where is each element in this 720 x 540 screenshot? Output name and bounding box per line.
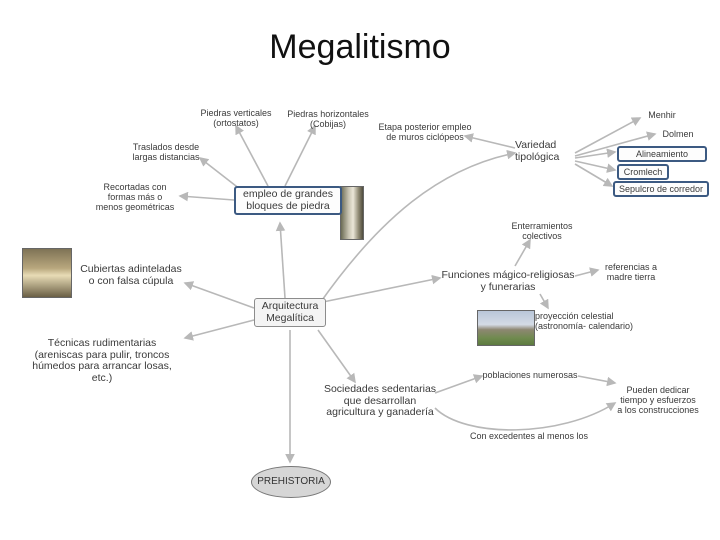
- node-enterramientos: Enterramientos colectivos: [511, 221, 573, 241]
- node-variedad-tipologica: Variedad tipológica: [515, 139, 560, 163]
- dolmen-interior-image: [22, 248, 72, 298]
- node-prehistoria: PREHISTORIA: [251, 466, 331, 498]
- node-sociedades: Sociedades sedentarias que desarrollan a…: [323, 383, 437, 418]
- node-poblaciones: poblaciones numerosas: [482, 370, 578, 380]
- node-referencias: referencias a madre tierra: [604, 262, 658, 282]
- node-recortadas: Recortadas con formas más o menos geomét…: [95, 182, 175, 212]
- node-alineamiento: Alineamiento: [617, 146, 707, 162]
- node-cubiertas: Cubiertas adinteladas o con falsa cúpula: [80, 263, 182, 287]
- node-pueden-dedicar: Pueden dedicar tiempo y esfuerzos a los …: [617, 385, 699, 415]
- node-menhir: Menhir: [648, 110, 676, 120]
- node-tecnicas: Técnicas rudimentarias (areniscas para p…: [32, 337, 172, 384]
- node-cromlech: Cromlech: [617, 164, 669, 180]
- node-dolmen: Dolmen: [662, 129, 694, 139]
- node-piedras-horizontales: Piedras horizontales (Cobijas): [287, 109, 369, 129]
- node-arquitectura-megalitica: Arquitectura Megalítica: [254, 298, 326, 327]
- node-funciones: Funciones mágico-religiosas y funerarias: [441, 269, 575, 293]
- node-sepulcro-corredor: Sepulcro de corredor: [613, 181, 709, 197]
- standing-stone-image: [340, 186, 364, 240]
- slide-title: Megalitismo: [269, 28, 451, 66]
- node-empleo-bloques: empleo de grandes bloques de piedra: [234, 186, 342, 215]
- node-excedentes: Con excedentes al menos los: [469, 431, 589, 441]
- node-etapa-posterior: Etapa posterior empleo de muros ciclópeo…: [378, 122, 472, 142]
- node-traslados: Traslados desde largas distancias: [132, 142, 200, 162]
- node-piedras-verticales: Piedras verticales (ortostatos): [200, 108, 272, 128]
- stonehenge-image: [477, 310, 535, 346]
- concept-map: Piedras verticales (ortostatos) Piedras …: [0, 98, 720, 512]
- node-proyeccion-celestial: proyección celestial (astronomía- calend…: [535, 311, 634, 331]
- connector-lines: [178, 117, 657, 464]
